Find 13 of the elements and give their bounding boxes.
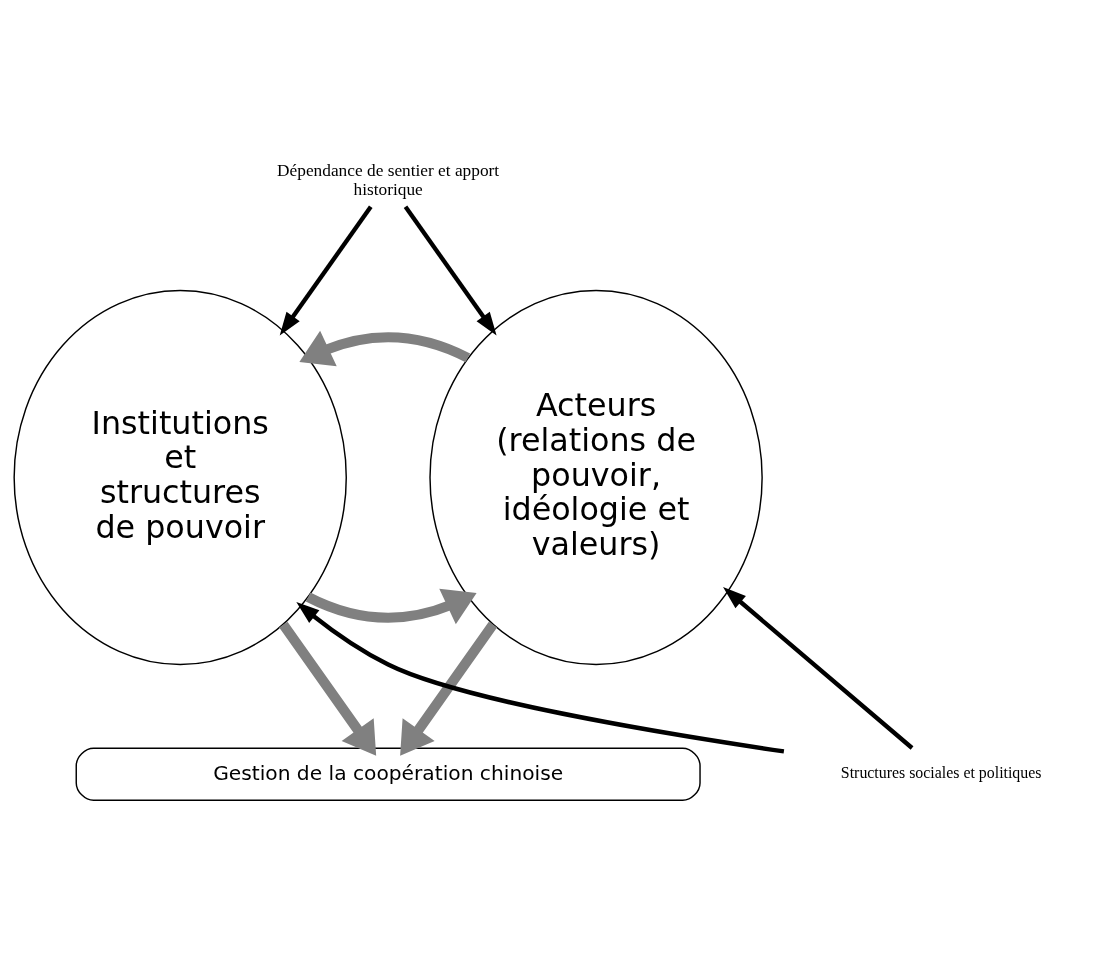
- node-text: Dépendance de sentier et apport historique: [277, 160, 500, 199]
- arrow: [400, 621, 498, 756]
- node-ellipse: Institutions et structures de pouvoir: [13, 289, 347, 665]
- node-box: Gestion de la coopération chinoise: [75, 747, 701, 801]
- node-text: Structures sociales et politiques: [840, 763, 1042, 781]
- arrow: [403, 205, 497, 335]
- arrow: [296, 601, 785, 754]
- node-ellipse: Acteurs (relations de pouvoir, idéologie et valeurs): [429, 289, 763, 665]
- arrow: [279, 205, 373, 335]
- arrow: [299, 330, 471, 366]
- arrow: [305, 588, 477, 624]
- arrow: [279, 621, 377, 756]
- arrow: [723, 586, 914, 750]
